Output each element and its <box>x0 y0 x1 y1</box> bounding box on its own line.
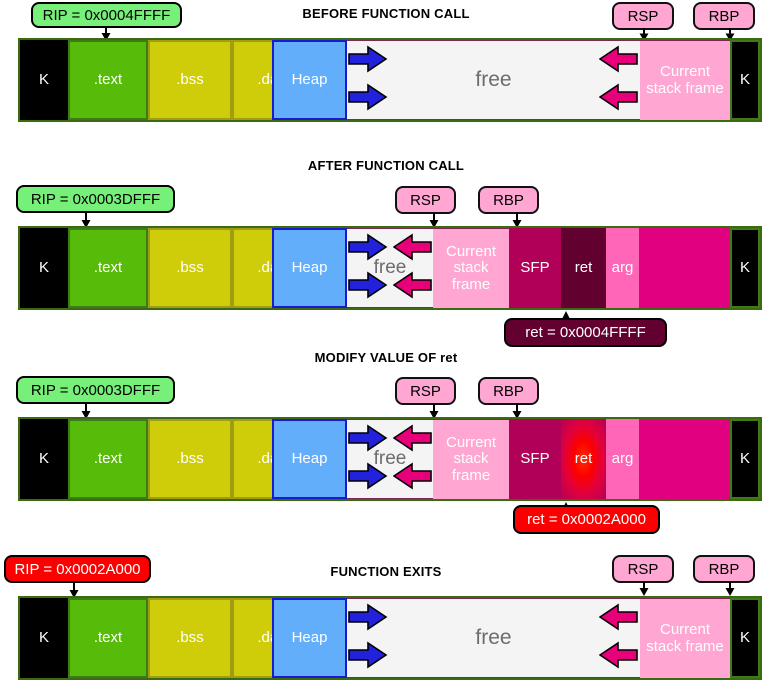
segment-heap: Heap <box>272 598 347 678</box>
segment-free: free <box>347 228 433 308</box>
panel-modify-value-of-ret: MODIFY VALUE OF ret RIP = 0x0003DFFF RSP… <box>0 340 772 540</box>
rbp-connector-arrow <box>512 213 522 228</box>
segment-kernel-left: K <box>20 419 68 499</box>
rbp-connector-arrow <box>725 582 735 596</box>
rbp-register-tag: RBP <box>478 186 539 214</box>
segment-heap: Heap <box>272 419 347 499</box>
rip-register-tag: RIP = 0x0002A000 <box>4 555 151 583</box>
segment-kernel-right: K <box>730 419 760 499</box>
segment-current-stack-frame: Current stack frame <box>433 228 509 308</box>
segment-kernel-left: K <box>20 228 68 308</box>
segment-free: free <box>347 598 640 678</box>
rbp-connector-arrow <box>512 404 522 419</box>
rsp-register-tag: RSP <box>395 377 456 405</box>
memory-bar: K .text .bss .data Heap free Current sta… <box>18 596 762 680</box>
segment-free: free <box>347 419 433 499</box>
rsp-register-tag: RSP <box>612 555 674 583</box>
segment-free: free <box>347 40 640 120</box>
panel-before-function-call: BEFORE FUNCTION CALL RIP = 0x0004FFFF RS… <box>0 0 772 130</box>
panel-title: BEFORE FUNCTION CALL <box>302 6 470 21</box>
panel-title: AFTER FUNCTION CALL <box>307 158 465 173</box>
segment-text: .text <box>68 598 148 678</box>
rsp-connector-arrow <box>639 582 649 596</box>
segment-sfp: SFP <box>509 419 561 499</box>
rbp-register-tag: RBP <box>693 2 755 30</box>
rip-connector-arrow <box>81 212 91 228</box>
segment-arg: arg <box>606 228 639 308</box>
segment-current-stack-frame: Current stack frame <box>640 598 730 678</box>
panel-after-function-call: AFTER FUNCTION CALL RIP = 0x0003DFFF RSP… <box>0 150 772 350</box>
segment-current-stack-frame: Current stack frame <box>433 419 509 499</box>
segment-text: .text <box>68 228 148 308</box>
rsp-connector-arrow <box>429 213 439 228</box>
segment-bss: .bss <box>148 598 232 678</box>
rsp-register-tag: RSP <box>395 186 456 214</box>
rip-register-tag: RIP = 0x0003DFFF <box>16 376 175 404</box>
segment-stack-tail <box>639 419 730 499</box>
ret-value-callout: ret = 0x0004FFFF <box>504 318 667 347</box>
segment-bss: .bss <box>148 228 232 308</box>
segment-sfp: SFP <box>509 228 561 308</box>
segment-kernel-left: K <box>20 598 68 678</box>
segment-kernel-right: K <box>730 598 760 678</box>
segment-bss: .bss <box>148 419 232 499</box>
rip-register-tag: RIP = 0x0004FFFF <box>31 2 182 28</box>
segment-stack-tail <box>639 228 730 308</box>
panel-title: FUNCTION EXITS <box>330 564 442 579</box>
rip-connector-arrow <box>81 403 91 419</box>
panel-function-exits: FUNCTION EXITS RIP = 0x0002A000 RSP RBP … <box>0 552 772 680</box>
memory-bar: K .text .bss .data Heap free Current sta… <box>18 38 762 122</box>
segment-heap: Heap <box>272 40 347 120</box>
rsp-connector-arrow <box>639 28 649 41</box>
segment-current-stack-frame: Current stack frame <box>640 40 730 120</box>
memory-bar: K .text .bss .data Heap free Current sta… <box>18 226 762 310</box>
rsp-connector-arrow <box>429 404 439 419</box>
rsp-register-tag: RSP <box>612 2 674 30</box>
segment-ret: ret <box>561 228 606 308</box>
segment-text: .text <box>68 40 148 120</box>
rbp-register-tag: RBP <box>478 377 539 405</box>
segment-arg: arg <box>606 419 639 499</box>
segment-kernel-right: K <box>730 40 760 120</box>
segment-kernel-left: K <box>20 40 68 120</box>
segment-kernel-right: K <box>730 228 760 308</box>
rip-connector-arrow <box>101 26 111 41</box>
rip-register-tag: RIP = 0x0003DFFF <box>16 185 175 213</box>
ret-value-callout: ret = 0x0002A000 <box>513 505 660 534</box>
segment-text: .text <box>68 419 148 499</box>
segment-ret-highlighted: ret <box>561 419 606 499</box>
panel-title: MODIFY VALUE OF ret <box>314 350 458 365</box>
rbp-register-tag: RBP <box>693 555 755 583</box>
memory-bar: K .text .bss .data Heap free Current sta… <box>18 417 762 501</box>
segment-heap: Heap <box>272 228 347 308</box>
rbp-connector-arrow <box>725 28 735 41</box>
rip-connector-arrow <box>69 582 79 598</box>
segment-bss: .bss <box>148 40 232 120</box>
